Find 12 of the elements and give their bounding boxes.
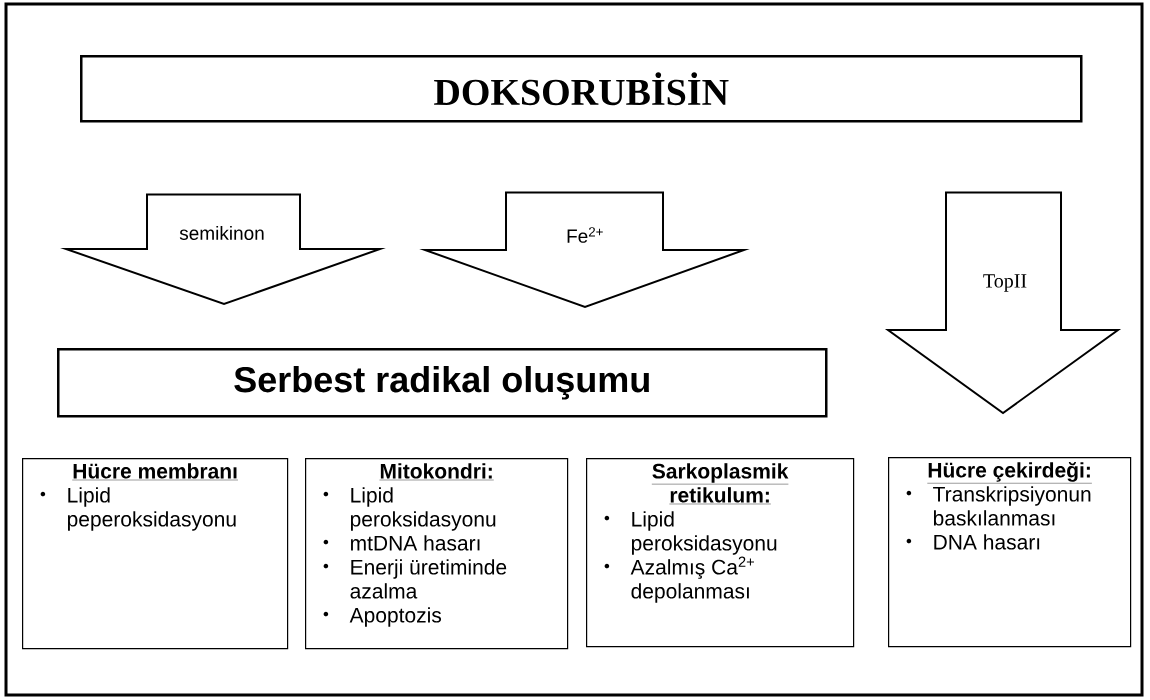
block-arrow: [884, 191, 1122, 415]
text-box: Hücre çekirdeği: Transkripsiyonun baskılanması DNA hasarı: [888, 457, 1132, 648]
edge-label: semikinon: [178, 225, 266, 241]
title-box: DOKSORUBİSİN: [80, 55, 1083, 123]
text-box: Hücre membranı Lipid peperoksidasyonu: [22, 458, 289, 650]
block-arrow: [419, 191, 750, 309]
edge-label: Fe$^{2+}$: [565, 226, 605, 244]
heading-box: Serbest radikal oluşumu: [57, 348, 828, 418]
text-box: Sarkoplasmik retikulum: Lipid peroksidasyonu Azalmış Ca$^{2+}$ depolanması: [586, 458, 855, 648]
block-arrow: [60, 193, 386, 306]
edge-label: TopII: [981, 273, 1029, 293]
text-box: Mitokondri: Lipid peroksidasyonu mtDNA hasarı Enerji üretiminde azalma Apoptozis: [305, 458, 569, 650]
